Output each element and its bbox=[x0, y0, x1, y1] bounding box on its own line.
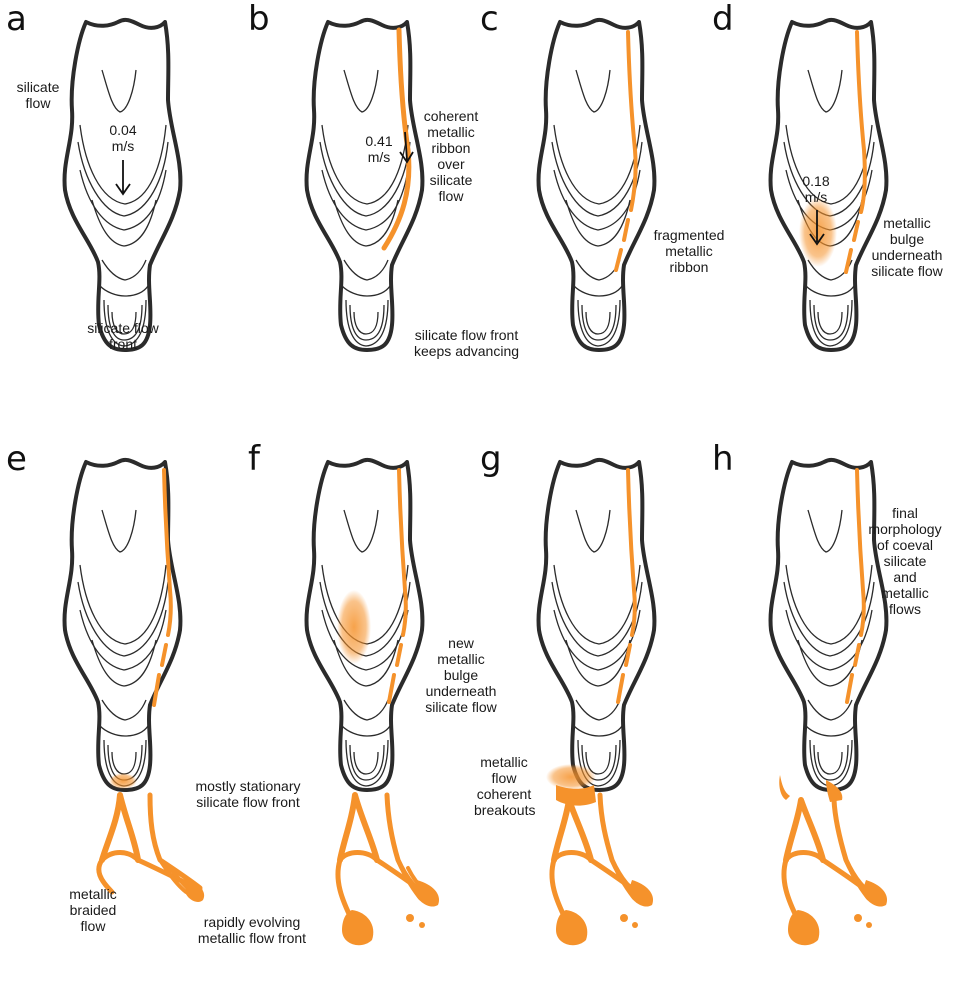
panel-f: f new metallic bulge underneath silicate… bbox=[242, 440, 477, 930]
velocity-arrow-a bbox=[0, 0, 235, 490]
note-braided-flow: metallic braided flow bbox=[58, 886, 128, 934]
velocity-arrow-b bbox=[242, 0, 477, 490]
note-metallic-bulge: metallic bulge underneath silicate flow bbox=[866, 215, 948, 279]
panel-e: e mostly stationary silicate flow front … bbox=[0, 440, 235, 930]
panel-h: h final morphology of coeval silicate an… bbox=[706, 440, 941, 930]
note-final-morphology: final morphology of coeval silicate and … bbox=[866, 505, 944, 617]
panel-g: g metallic flow coherent breakouts bbox=[474, 440, 709, 930]
panel-d: d 0.18 m/s metallic bulge underneath sil… bbox=[706, 0, 941, 490]
metallic-breakouts-g bbox=[474, 440, 709, 930]
note-coherent-ribbon: coherent metallic ribbon over silicate f… bbox=[420, 108, 482, 204]
metallic-braided-flow-e bbox=[0, 440, 235, 930]
panel-b: b 0.41 m/s coherent metallic ribbon over… bbox=[242, 0, 477, 490]
panel-a: a 0.04 m/s silicate flow silicate flow f… bbox=[0, 0, 235, 490]
note-coherent-breakouts: metallic flow coherent breakouts bbox=[474, 754, 534, 818]
panel-c: c fragmented metallic ribbon bbox=[474, 0, 709, 490]
note-silicate-flow-front: silicate flow front bbox=[68, 320, 178, 352]
note-silicate-flow: silicate flow bbox=[8, 79, 68, 111]
